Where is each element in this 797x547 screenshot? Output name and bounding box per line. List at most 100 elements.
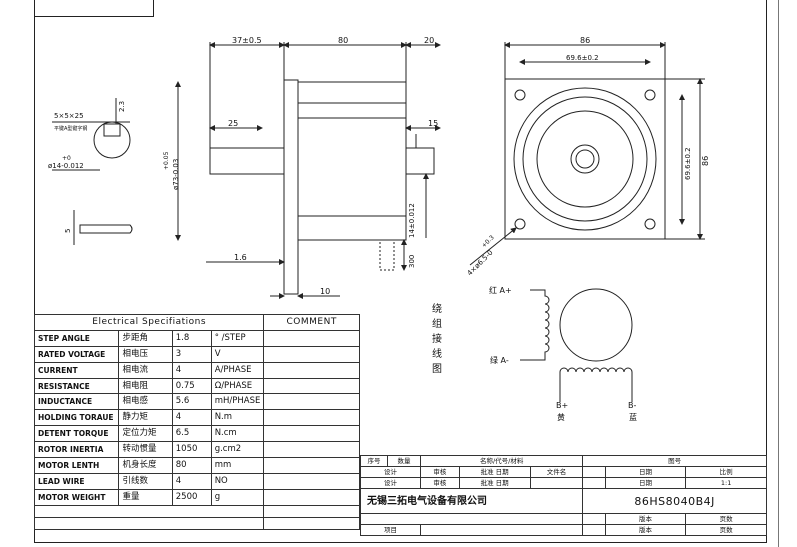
- spec-param-cn: 相电压: [118, 345, 173, 363]
- lead-b-plus-color: 黄: [557, 412, 565, 422]
- spec-unit: g: [210, 488, 265, 506]
- spec-comment: [263, 409, 360, 427]
- spec-unit: N.cm: [210, 425, 265, 443]
- spec-value: 6.5: [171, 425, 212, 443]
- mount-hole-br: [644, 218, 656, 230]
- spec-comment: [263, 329, 360, 347]
- dim-shaft-rear: 15: [428, 119, 438, 128]
- drawing-frame: [34, 0, 767, 543]
- lead-a-plus: 红 A+: [489, 285, 512, 295]
- dim-hole-spacing-v: 69.6±0.2: [684, 147, 692, 180]
- spec-value: 1.8: [171, 329, 212, 347]
- spec-param-cn: 相电感: [118, 393, 173, 411]
- winding-b: [559, 367, 633, 402]
- spec-unit: ° /STEP: [210, 329, 265, 347]
- dim-shaft-front: 25: [228, 119, 238, 128]
- tb-seq: 序号: [360, 455, 388, 467]
- dim-hole-tol: +0.3: [480, 234, 495, 249]
- dim-flange-thk: 10: [320, 287, 330, 296]
- spec-value: 4: [171, 409, 212, 427]
- tb-review-2: 审核: [420, 477, 460, 489]
- spec-unit: Ω/PHASE: [210, 377, 265, 395]
- tb-project: 项目: [360, 524, 421, 536]
- tb-pages-2: 页数: [685, 524, 767, 536]
- tb-drawing-no: 图号: [582, 455, 767, 467]
- tb-review: 审核: [420, 466, 460, 478]
- company-name: 无锡三拓电气设备有限公司: [359, 488, 584, 514]
- spec-param-cn: 相电流: [118, 361, 173, 379]
- spec-param-cn: 步距角: [118, 329, 173, 347]
- rotor-circle: [559, 288, 633, 362]
- mount-hole-tl: [514, 89, 526, 101]
- spec-comment: [263, 425, 360, 443]
- shaft-tol: +0: [62, 155, 71, 162]
- lead-a-minus: 绿 A-: [490, 356, 509, 365]
- spec-unit: N.m: [210, 409, 265, 427]
- dim-flange: 1.6: [234, 253, 247, 262]
- spec-param-cn: 定位力矩: [118, 425, 173, 443]
- page-edge: [778, 0, 779, 547]
- spec-param-en: MOTOR WEIGHT: [33, 488, 120, 506]
- spec-param-cn: 转动惯量: [118, 441, 173, 459]
- spec-value: 80: [171, 457, 212, 474]
- spec-param-en: CURRENT: [33, 361, 120, 379]
- tb-name-material: 名称/代号/材料: [419, 455, 584, 467]
- winding-a: [520, 289, 550, 361]
- tb-design-2: 设计: [360, 477, 421, 489]
- spec-unit: NO: [210, 472, 265, 490]
- dim-pilot-tol: +0.05: [163, 151, 170, 170]
- spec-unit: g.cm2: [210, 441, 265, 459]
- dim-front-width: 86: [580, 36, 590, 45]
- dim-rear-length: 20: [424, 36, 434, 45]
- tb-approve-date-2: 批准 日期: [458, 477, 531, 489]
- mount-hole-bl: [514, 218, 526, 230]
- mount-hole-tr: [644, 89, 656, 101]
- spec-value: 0.75: [171, 377, 212, 395]
- flange: [283, 79, 299, 295]
- spec-comment: [263, 377, 360, 395]
- spec-param-cn: 相电阻: [118, 377, 173, 395]
- lead-b-plus: B+: [556, 401, 568, 410]
- spec-comment: [263, 441, 360, 459]
- spec-param-en: HOLDING TORAUE: [33, 409, 120, 427]
- tb-design: 设计: [360, 466, 421, 478]
- spec-param-cn: 静力矩: [118, 409, 173, 427]
- tb-qty: 数量: [387, 455, 421, 467]
- spec-param-cn: 引线数: [118, 472, 173, 490]
- dim-body-length: 80: [338, 36, 348, 45]
- title-block: 序号 数量 名称/代号/材料 图号 设计 审核 批准 日期 文件名 日期 比例 …: [359, 455, 767, 536]
- tb-date: 日期: [604, 466, 687, 478]
- tb-approve-date: 批准 日期: [458, 466, 531, 478]
- tb-scale-value: 1:1: [685, 477, 767, 489]
- comment-header: COMMENT: [263, 314, 360, 331]
- corner-tab: [34, 0, 154, 17]
- key-depth: 2.3: [118, 101, 126, 112]
- spec-comment: [263, 472, 360, 490]
- model-number: 86HS8040B4J: [582, 488, 767, 514]
- front-face: [504, 78, 666, 240]
- spec-comment: [263, 345, 360, 363]
- spec-param-cn: 机身长度: [118, 457, 173, 474]
- lead-wire: [379, 239, 395, 271]
- spec-param-en: INDUCTANCE: [33, 393, 120, 411]
- spec-title: Electrical Specifiations: [33, 314, 265, 331]
- front-shaft: [209, 147, 285, 175]
- spec-param-en: MOTOR LENTH: [33, 457, 120, 474]
- tb-version: 版本: [604, 513, 687, 525]
- spec-param-en: RATED VOLTAGE: [33, 345, 120, 363]
- spec-comment: [263, 457, 360, 474]
- spec-value: 4: [171, 361, 212, 379]
- key-label: 5×5×25: [54, 112, 84, 120]
- spec-unit: A/PHASE: [210, 361, 265, 379]
- spec-unit: mH/PHASE: [210, 393, 265, 411]
- spec-comment: [263, 361, 360, 379]
- spec-value: 3: [171, 345, 212, 363]
